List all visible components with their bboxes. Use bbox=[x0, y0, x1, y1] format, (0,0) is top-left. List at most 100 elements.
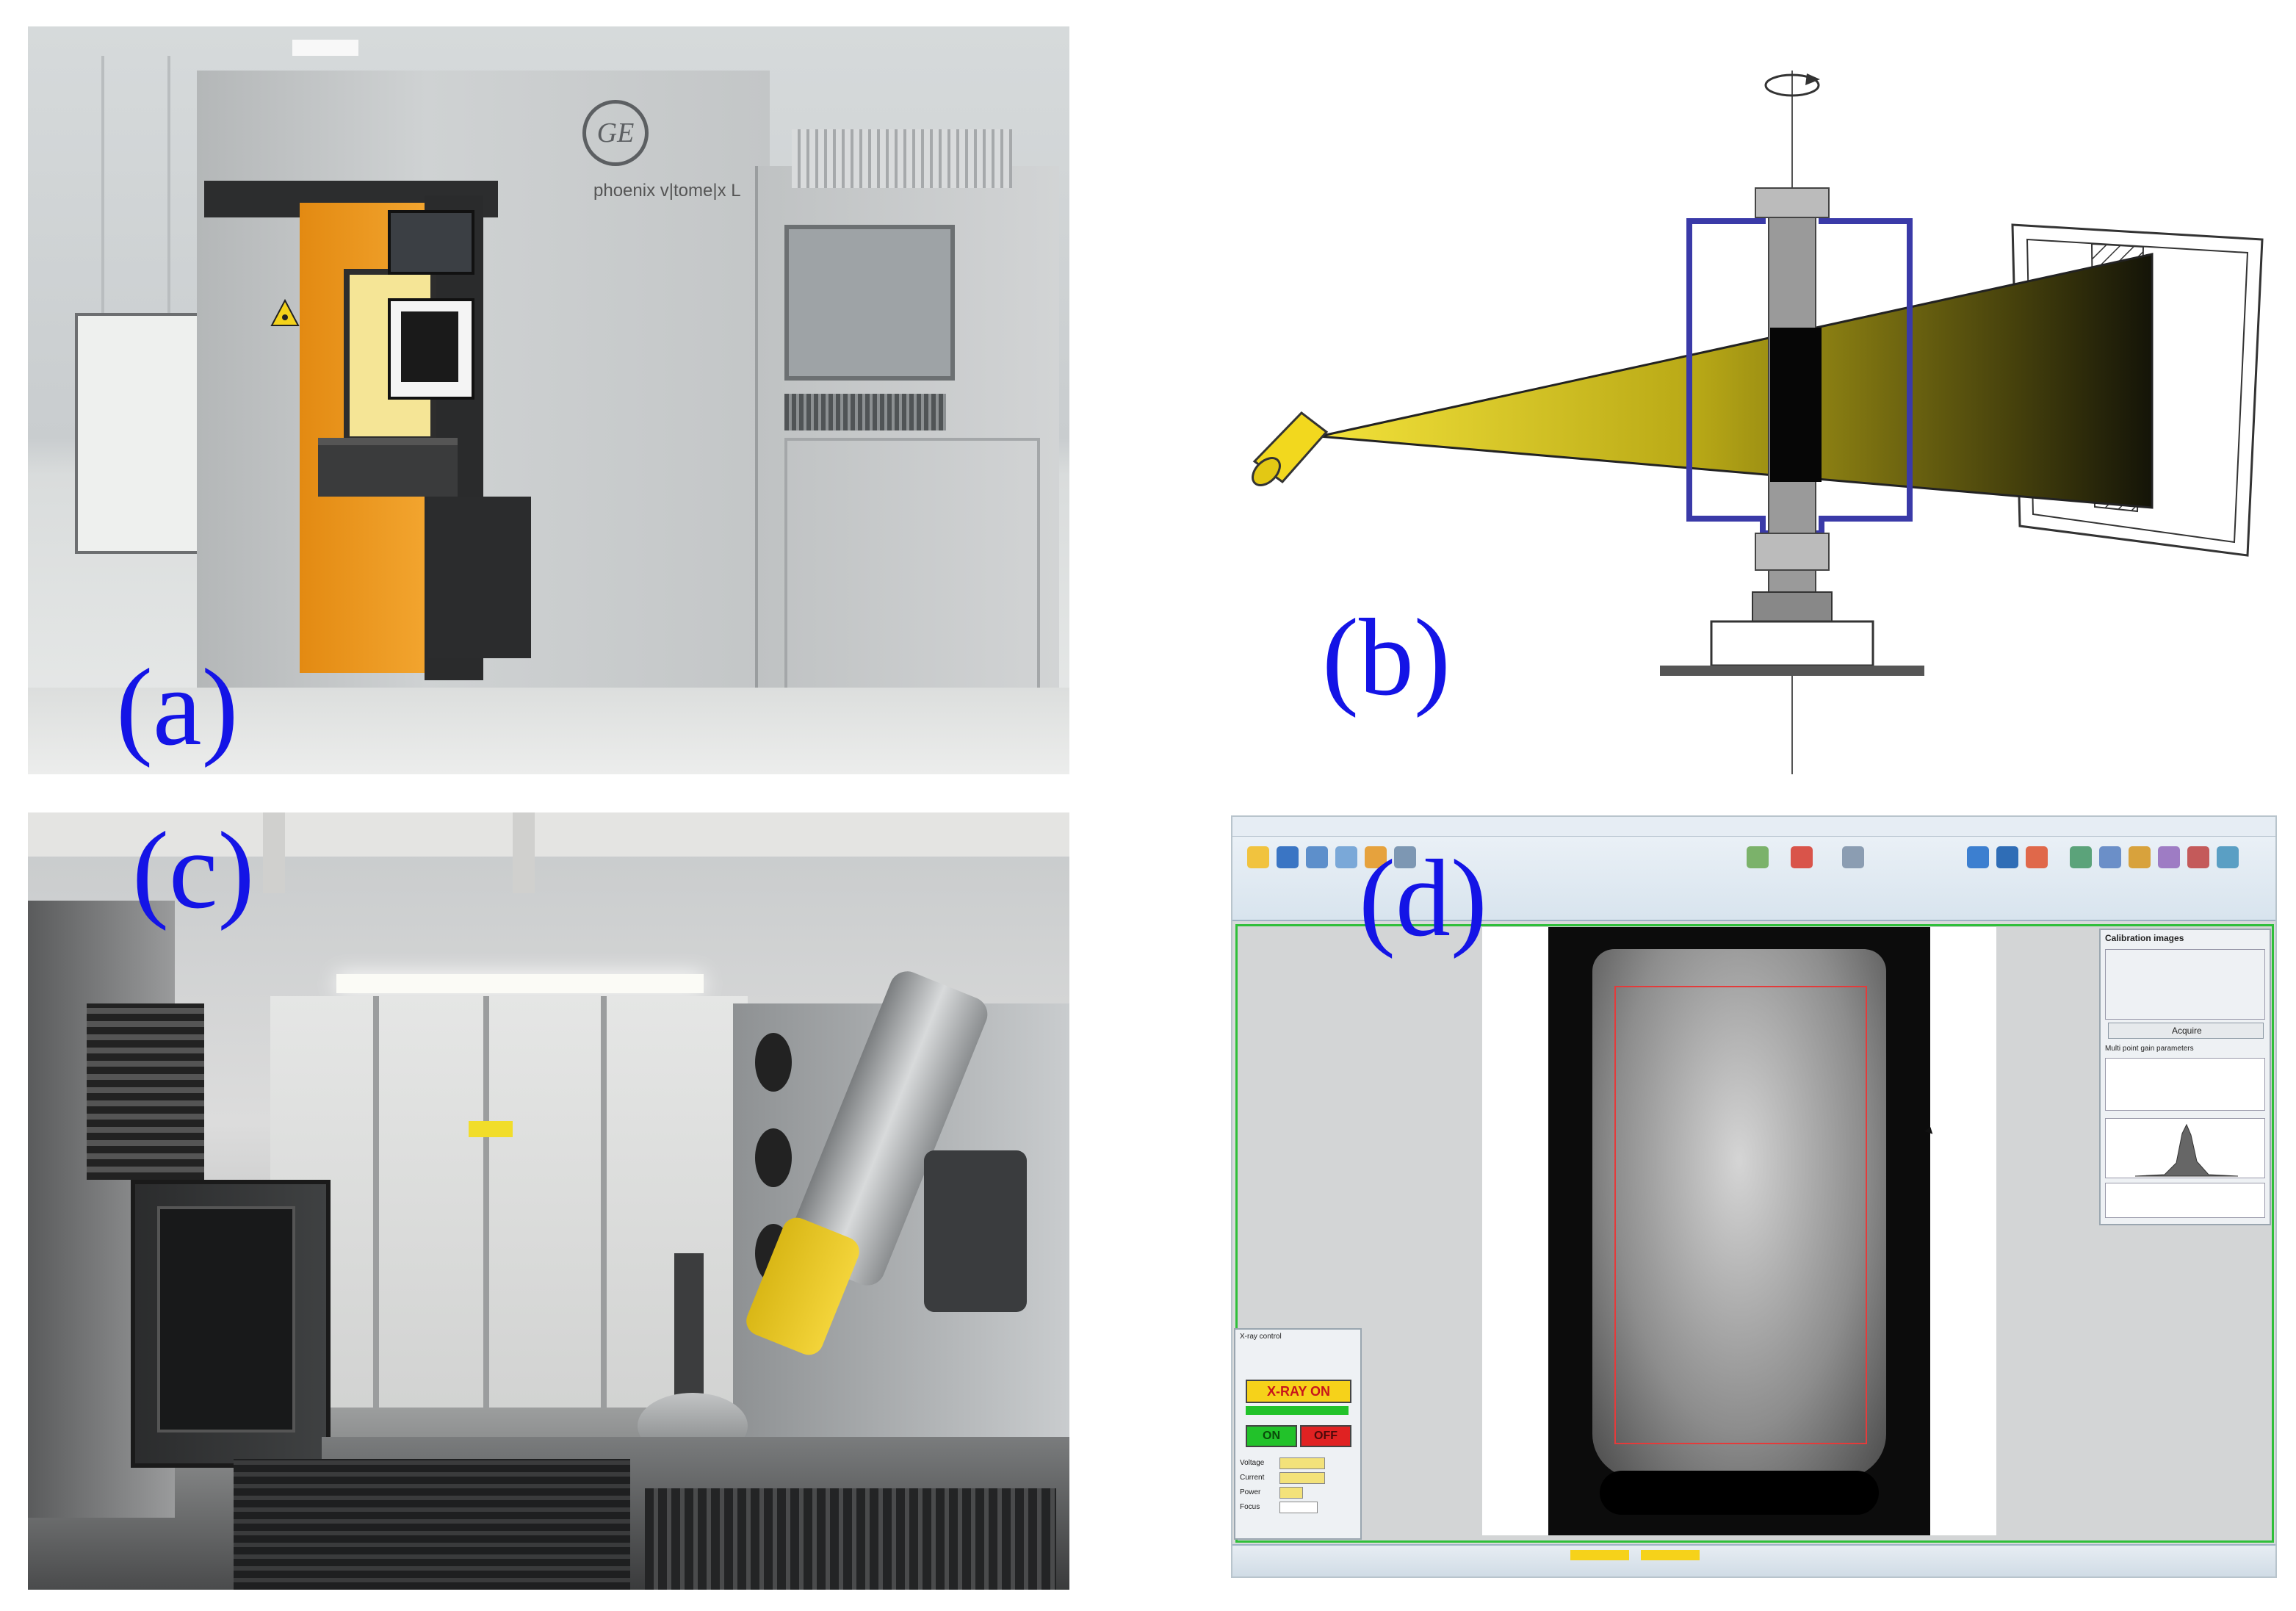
crop-icon[interactable] bbox=[1365, 846, 1387, 868]
panel-b-ct-schematic bbox=[1175, 26, 2296, 774]
module-icon[interactable] bbox=[2099, 846, 2121, 868]
panel-c-machine-interior-photo bbox=[28, 812, 1069, 1590]
bellows-left bbox=[234, 1459, 630, 1590]
status-highlight bbox=[1641, 1550, 1700, 1560]
control-desk bbox=[318, 438, 458, 497]
lower-monitor bbox=[388, 298, 474, 400]
histogram-curve bbox=[2134, 1123, 2239, 1177]
wall-seam bbox=[101, 56, 104, 467]
warning-label bbox=[469, 1121, 513, 1137]
panel-label-a: (a) bbox=[116, 646, 239, 768]
flat-panel-detector bbox=[131, 1180, 331, 1468]
module-icon[interactable] bbox=[2129, 846, 2151, 868]
stage-plate bbox=[1660, 666, 1924, 676]
ceiling-beam bbox=[28, 812, 1069, 857]
calibrate-icon[interactable] bbox=[1747, 846, 1769, 868]
sample-holder bbox=[674, 1253, 704, 1415]
status-highlight bbox=[1570, 1550, 1629, 1560]
product-name-text: phoenix v|tome|x L bbox=[593, 181, 741, 201]
module-icon[interactable] bbox=[2158, 846, 2180, 868]
save-icon[interactable] bbox=[1277, 846, 1299, 868]
module-icon[interactable] bbox=[2187, 846, 2209, 868]
calibration-options-box bbox=[2105, 949, 2265, 1020]
stop-icon[interactable] bbox=[2026, 846, 2048, 868]
wall-seam bbox=[483, 996, 489, 1408]
tube-mount bbox=[924, 1150, 1027, 1312]
wall-seam bbox=[601, 996, 607, 1408]
cabinet-vent bbox=[784, 394, 946, 430]
lower-thread bbox=[1755, 533, 1830, 571]
xray-source-icon bbox=[1252, 411, 1329, 486]
voltage-label: Voltage bbox=[1240, 1459, 1265, 1467]
cable-chain bbox=[87, 1003, 204, 1180]
live-icon[interactable] bbox=[1335, 846, 1357, 868]
wall-seam bbox=[167, 56, 170, 467]
acquire-label: Acquire bbox=[2172, 1026, 2202, 1036]
gain-table bbox=[2105, 1058, 2265, 1111]
current-field[interactable] bbox=[1279, 1472, 1325, 1484]
cnc-icon[interactable] bbox=[1791, 846, 1813, 868]
panel-label-c: (c) bbox=[132, 810, 255, 931]
calibration-title: Calibration images bbox=[2105, 933, 2184, 943]
open-icon[interactable] bbox=[1247, 846, 1269, 868]
xray-control-panel: X-ray control X-RAY ON ON OFF Voltage Cu… bbox=[1234, 1328, 1362, 1540]
ct-schematic-diagram bbox=[1252, 71, 2264, 774]
power-label: Power bbox=[1240, 1488, 1261, 1496]
xray-on-button[interactable]: ON bbox=[1246, 1425, 1297, 1447]
floor bbox=[28, 688, 1069, 774]
specimen-image bbox=[1592, 949, 1886, 1478]
module-icon[interactable] bbox=[2217, 846, 2239, 868]
bellows-right bbox=[645, 1488, 1056, 1590]
focus-label: Focus bbox=[1240, 1503, 1260, 1511]
remaining-time-bar bbox=[1246, 1406, 1349, 1415]
xray-control-title: X-ray control bbox=[1240, 1333, 1282, 1341]
status-bar bbox=[1232, 1544, 2275, 1576]
image-white-right bbox=[1930, 927, 1996, 1535]
ceiling-beam bbox=[263, 812, 285, 893]
statistics-box bbox=[2105, 1183, 2265, 1218]
radiation-warning-icon bbox=[270, 298, 300, 328]
panel-label-b: (b) bbox=[1322, 597, 1451, 718]
current-label: Current bbox=[1240, 1474, 1265, 1482]
back-wall bbox=[270, 996, 748, 1408]
focus-select[interactable] bbox=[1279, 1502, 1318, 1513]
xray-off-button[interactable]: OFF bbox=[1300, 1425, 1351, 1447]
ceiling-light bbox=[292, 40, 358, 56]
image-white-left bbox=[1482, 927, 1548, 1535]
values-icon[interactable] bbox=[1842, 846, 1864, 868]
histogram bbox=[2105, 1118, 2265, 1178]
ge-logo-icon: GE bbox=[582, 100, 649, 166]
acquire-icon[interactable] bbox=[1967, 846, 1989, 868]
acquire-button[interactable]: Acquire bbox=[2108, 1023, 2264, 1039]
filter-icon[interactable] bbox=[1996, 846, 2018, 868]
xray-on-indicator: X-RAY ON bbox=[1246, 1380, 1351, 1403]
calibration-panel: Calibration images Acquire Multi point g… bbox=[2099, 929, 2271, 1225]
multipoint-title: Multi point gain parameters bbox=[2105, 1045, 2194, 1053]
xray-beam-cone bbox=[1318, 253, 2154, 509]
control-box bbox=[428, 497, 531, 658]
stage-base bbox=[1710, 620, 1874, 667]
ribbon-toolbar bbox=[1232, 817, 2275, 921]
module-icon[interactable] bbox=[2070, 846, 2092, 868]
ceiling-beam bbox=[513, 812, 535, 893]
rotation-arrow-icon bbox=[1764, 73, 1820, 97]
panel-a-ct-machine-photo: GE phoenix v|tome|x L bbox=[28, 26, 1069, 774]
xray-radiograph[interactable] bbox=[1548, 927, 1930, 1535]
zoom-icon[interactable] bbox=[1394, 846, 1416, 868]
stage-upper bbox=[1752, 591, 1833, 622]
voltage-field[interactable] bbox=[1279, 1457, 1325, 1469]
ceiling-lamp bbox=[336, 974, 704, 993]
upper-monitor bbox=[388, 210, 474, 275]
snapshot-icon[interactable] bbox=[1306, 846, 1328, 868]
cabinet-window bbox=[784, 225, 955, 381]
wall-hole bbox=[755, 1033, 792, 1092]
title-bar bbox=[1232, 817, 2275, 837]
roi-box[interactable] bbox=[1614, 986, 1867, 1444]
specimen-core bbox=[1770, 328, 1822, 482]
panel-d-software-screen: Calibration images Acquire Multi point g… bbox=[1231, 815, 2277, 1578]
specimen-end-cap bbox=[1600, 1471, 1879, 1515]
wall-seam bbox=[373, 996, 379, 1408]
power-field bbox=[1279, 1487, 1303, 1499]
panel-label-d: (d) bbox=[1359, 837, 1487, 959]
upper-thread bbox=[1755, 187, 1830, 218]
